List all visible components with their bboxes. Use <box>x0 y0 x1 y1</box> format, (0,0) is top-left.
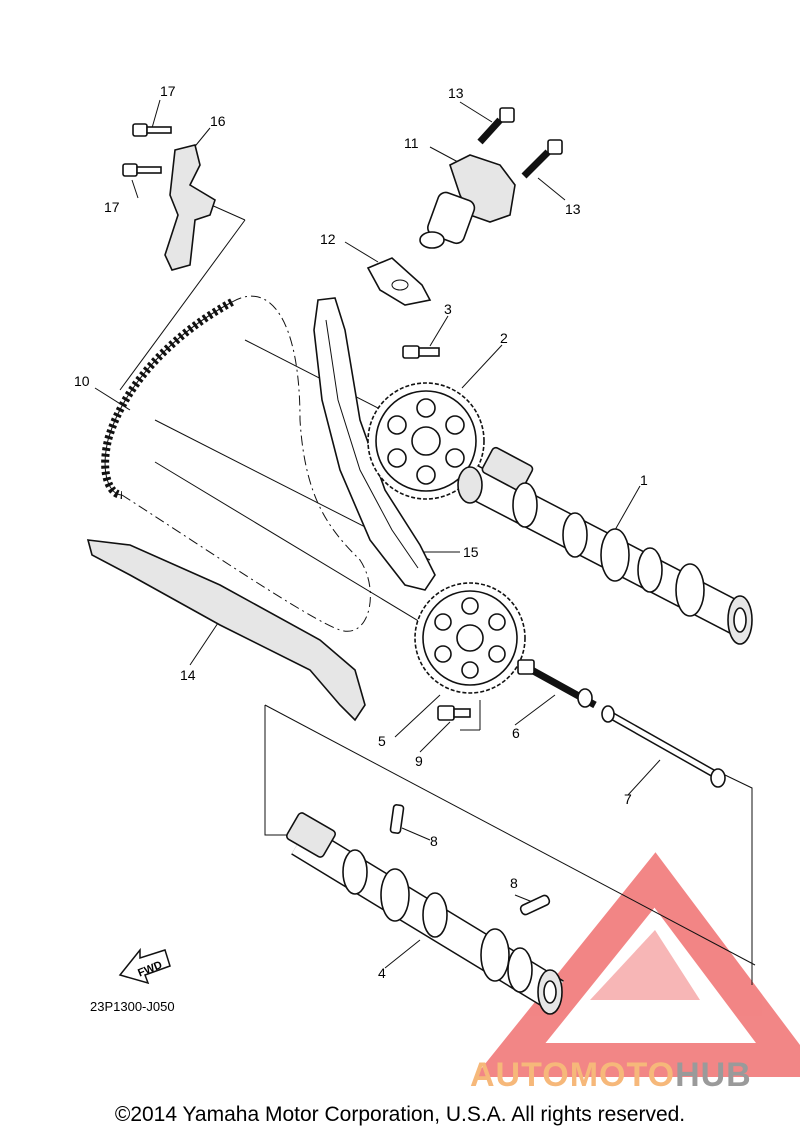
callout-12: 12 <box>320 231 336 247</box>
bolt-17-lower <box>122 163 162 177</box>
guide-bracket-16 <box>164 144 216 271</box>
bolt-13-right <box>521 139 563 179</box>
camshaft-4 <box>285 812 564 1015</box>
dowel-pin-8-lower <box>519 894 551 916</box>
cam-sprocket-2 <box>367 382 485 500</box>
fwd-arrow: FWD <box>118 947 171 985</box>
callout-4: 4 <box>378 965 386 981</box>
callout-11: 11 <box>404 135 419 151</box>
bolt-17-upper <box>132 123 172 137</box>
gasket-12 <box>366 257 432 306</box>
dowel-pin-8-upper <box>389 804 405 834</box>
callout-14: 14 <box>180 667 196 683</box>
tensioner-11 <box>419 154 516 249</box>
callout-7: 7 <box>624 791 632 807</box>
watermark-text-part1: AUTOMOTO <box>470 1056 675 1094</box>
callout-9: 9 <box>415 753 423 769</box>
callout-17-lower: 17 <box>104 199 120 215</box>
watermark-logo <box>474 852 800 1077</box>
callout-10: 10 <box>74 373 90 389</box>
callout-15: 15 <box>463 544 479 560</box>
callout-17-upper: 17 <box>160 83 176 99</box>
callout-16: 16 <box>210 113 226 129</box>
callout-8-lower: 8 <box>510 875 518 891</box>
callout-6: 6 <box>512 725 520 741</box>
callout-13-lower: 13 <box>565 201 581 217</box>
diagram-code: 23P1300-J050 <box>90 999 175 1014</box>
callout-labels: 17 16 17 13 11 13 12 3 2 10 1 15 14 5 6 … <box>74 83 648 981</box>
bolt-13-left <box>477 107 515 145</box>
watermark-text-part2: HUB <box>675 1056 752 1094</box>
chain-guide-15 <box>313 297 436 591</box>
bolt-9 <box>437 705 471 721</box>
cam-sprocket-5 <box>414 582 526 694</box>
callout-5: 5 <box>378 733 386 749</box>
shaft-rod-7 <box>601 705 726 788</box>
callout-1: 1 <box>640 472 648 488</box>
camshaft-1 <box>457 446 753 645</box>
timing-chain-10 <box>101 295 371 632</box>
copyright-notice: ©2014 Yamaha Motor Corporation, U.S.A. A… <box>114 1103 686 1126</box>
callout-3: 3 <box>444 301 452 317</box>
watermark-text: AUTOMOTOHUB <box>470 1056 752 1094</box>
shaft-pin-6 <box>517 659 597 709</box>
callout-8-upper: 8 <box>430 833 438 849</box>
callout-2: 2 <box>500 330 508 346</box>
callout-13-upper: 13 <box>448 85 464 101</box>
chain-guide-14 <box>86 539 366 722</box>
bolt-3 <box>402 345 440 359</box>
